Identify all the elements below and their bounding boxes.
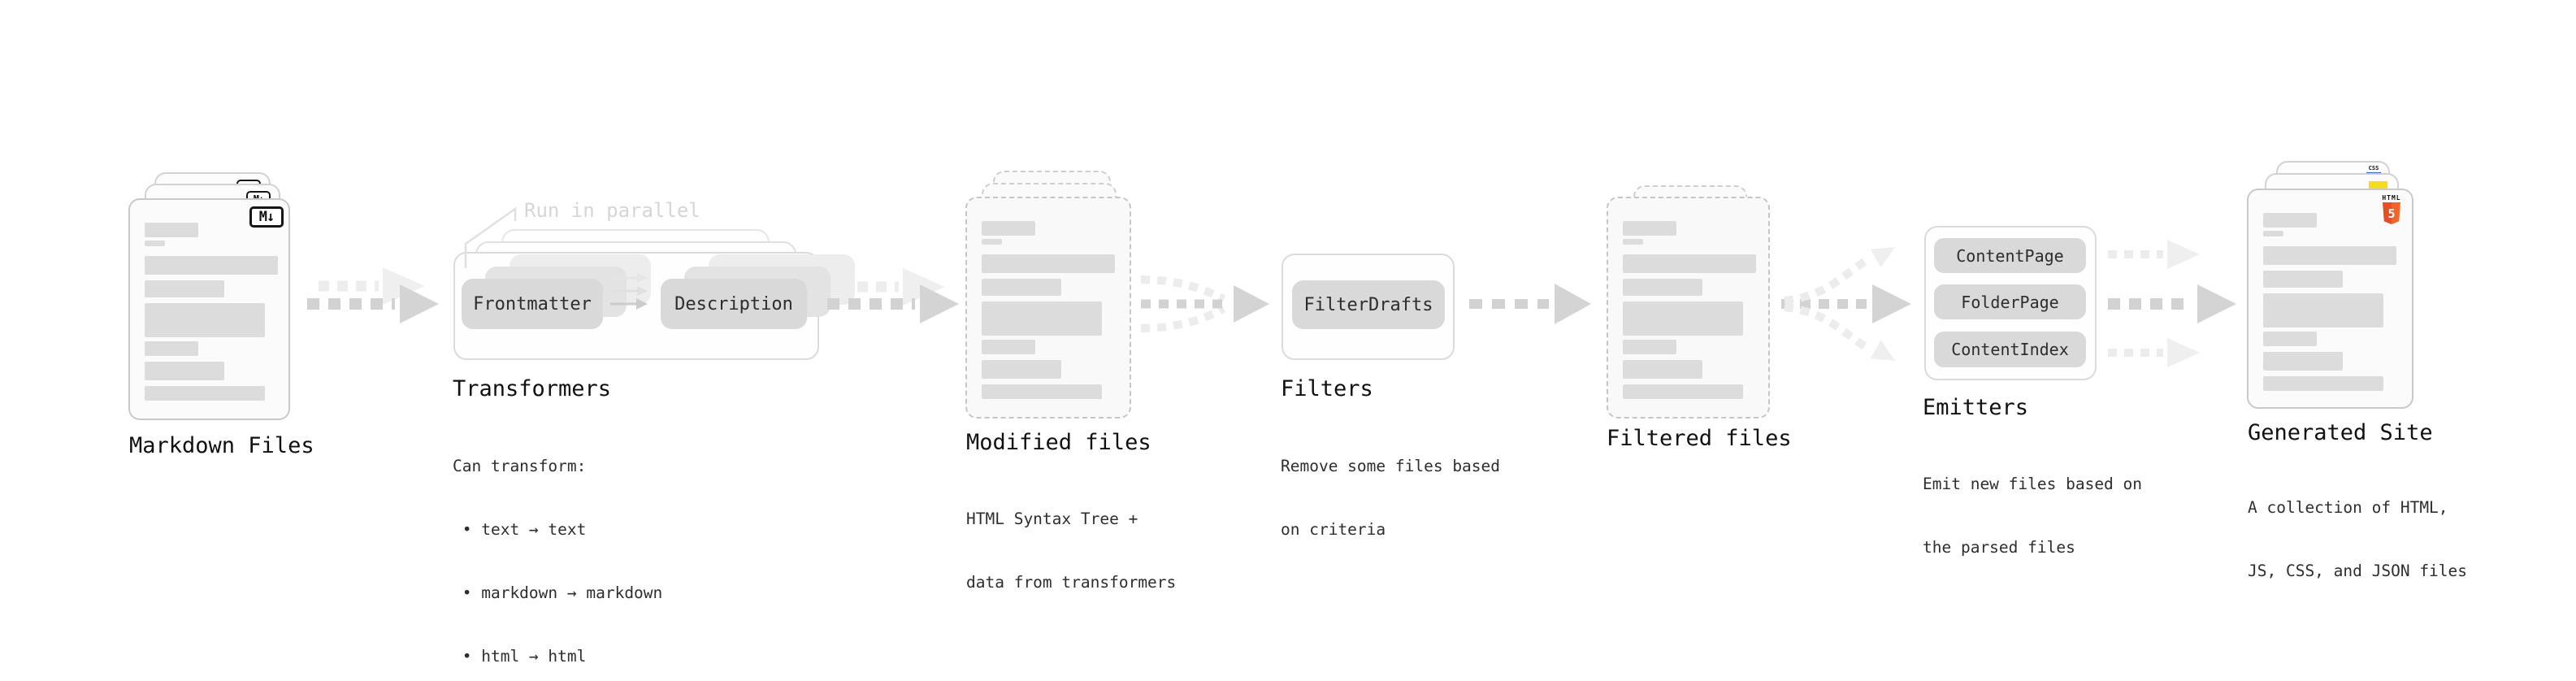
flow-arrow-filtered-to-emitters-fan-out <box>1781 247 1911 361</box>
run-in-parallel-label: Run in parallel <box>524 199 700 222</box>
flow-arrow-markdown-to-transformers <box>307 267 439 323</box>
pill-filterdrafts: FilterDrafts <box>1292 280 1445 329</box>
filters-title: Filters <box>1281 376 1373 401</box>
text-placeholder-bars <box>145 223 278 401</box>
html5-icon: HTML 5 <box>2382 194 2401 224</box>
pill-description: Description <box>661 279 807 329</box>
emitters-description: Emit new files based on the parsed files <box>1923 475 2143 557</box>
text-placeholder-bars <box>1623 221 1756 399</box>
pill-frontmatter: Frontmatter <box>462 279 603 329</box>
javascript-icon <box>2369 181 2387 189</box>
flow-arrow-emitters-to-generated <box>2108 240 2236 367</box>
generated-html-card: HTML 5 <box>2247 189 2413 409</box>
transformers-description: Can transform: • text → text • markdown … <box>453 457 663 666</box>
text-placeholder-bars <box>982 221 1115 399</box>
pill-contentindex: ContentIndex <box>1934 332 2086 367</box>
generated-site-description: A collection of HTML, JS, CSS, and JSON … <box>2248 498 2468 580</box>
modified-file-card-front <box>965 197 1131 419</box>
markdown-file-card-front: M↓ <box>128 198 290 420</box>
generated-site-title: Generated Site <box>2248 420 2433 445</box>
modified-files-description: HTML Syntax Tree + data from transformer… <box>966 510 1177 592</box>
modified-files-title: Modified files <box>966 430 1151 455</box>
flow-arrow-filters-to-filtered <box>1469 284 1591 324</box>
filtered-file-card-front <box>1607 197 1770 419</box>
markdown-icon: M↓ <box>249 206 284 228</box>
text-placeholder-bars <box>2263 213 2396 391</box>
markdown-files-title: Markdown Files <box>129 433 314 458</box>
flow-arrow-modified-to-filters-fan-in <box>1140 275 1269 332</box>
transformers-title: Transformers <box>453 376 612 401</box>
filters-description: Remove some files based on criteria <box>1281 457 1501 539</box>
pill-folderpage: FolderPage <box>1934 284 2086 319</box>
filtered-files-title: Filtered files <box>1607 426 1792 451</box>
pill-contentpage: ContentPage <box>1934 238 2086 273</box>
emitters-title: Emitters <box>1923 395 2029 420</box>
